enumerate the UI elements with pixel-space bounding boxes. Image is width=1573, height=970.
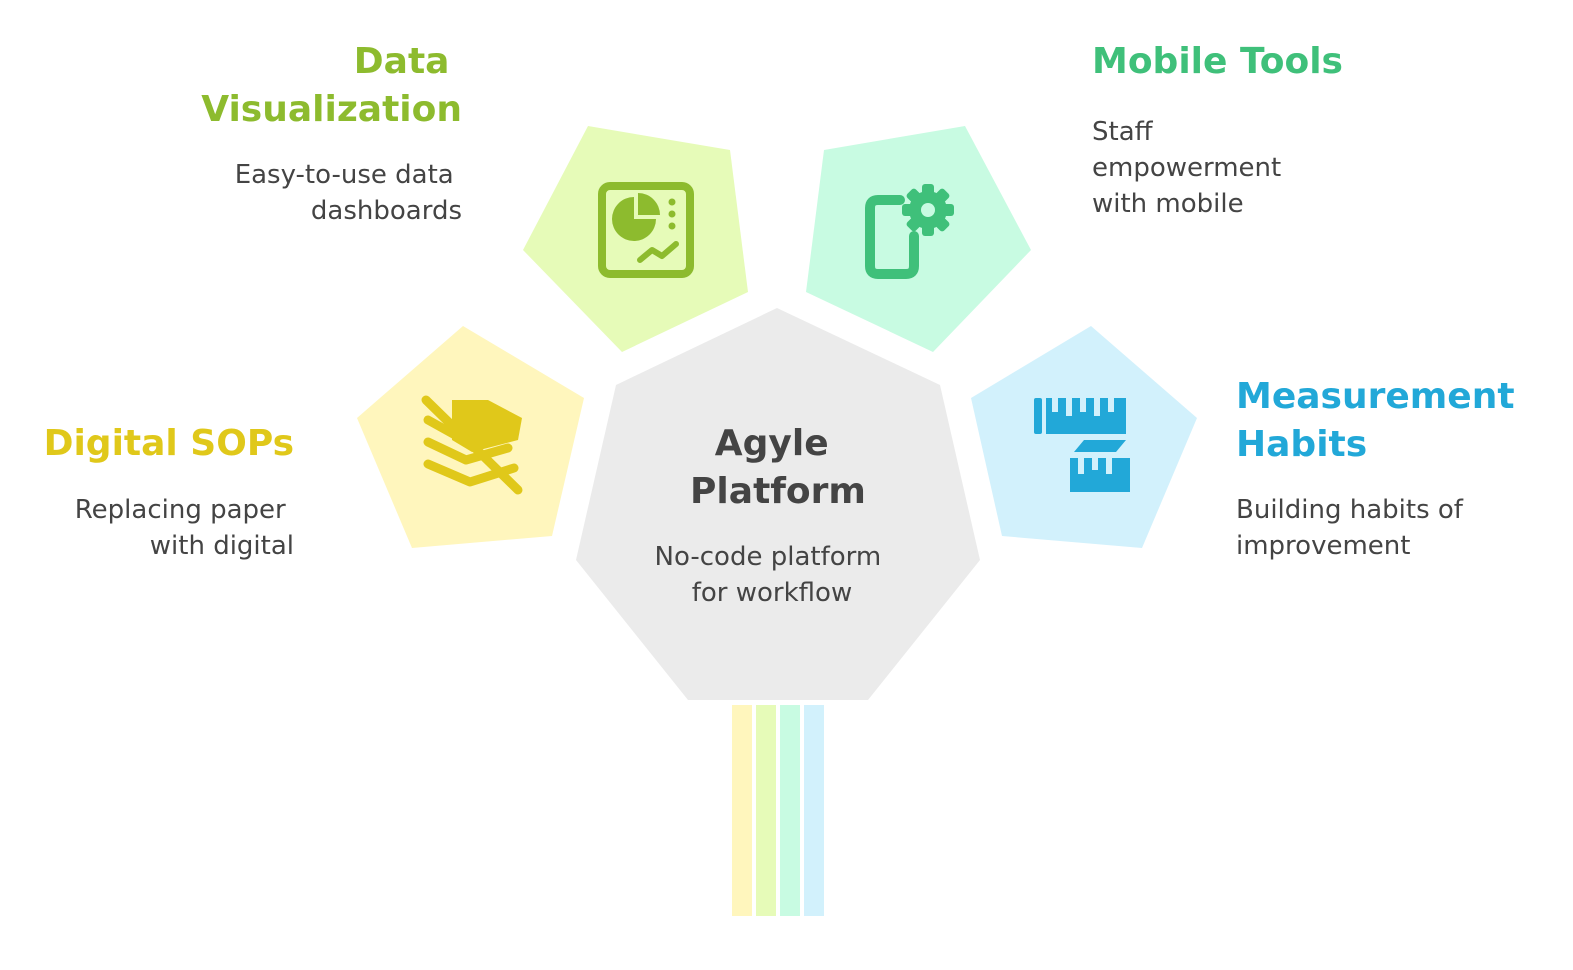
digital-sops-title: Digital SOPs [44,423,294,464]
stem-stripe [804,705,824,916]
phone-body [865,195,919,279]
dot [668,198,676,206]
gear-hole [921,203,935,217]
dot [668,222,676,230]
stem-stripe [756,705,776,916]
mobile-tools-title: Mobile Tools [1092,41,1343,82]
stem-stripe [780,705,800,916]
paper-off-icon [421,395,523,495]
pie-slice [638,193,660,215]
stem [732,705,824,916]
mobile-tools-description: Staff empowerment with mobile [1092,117,1290,219]
measurement-habits-petal [971,326,1197,548]
measurement-habits-description: Building habits of improvement [1236,495,1471,561]
dashboard-chart-icon [598,182,694,278]
ruler-icon [1034,398,1130,492]
paper-line [423,437,513,465]
data-visualization-title: Data Visualization [201,41,462,130]
measurement-habits-title: Measurement Habits [1236,376,1527,465]
pie-slice [612,197,656,241]
dot [668,210,676,218]
center-description: No-code platform for workflow [655,542,890,608]
stem-stripe [732,705,752,916]
mobile-settings-icon [865,184,954,279]
center-title: Agyle Platform [690,423,866,512]
trend-line [637,241,679,263]
dashboard-frame [598,182,694,278]
data-visualization-description: Easy-to-use data dashboards [235,160,462,226]
slash-line [421,395,523,495]
digital-sops-description: Replacing paper with digital [75,495,294,561]
center-heptagon [576,308,980,700]
